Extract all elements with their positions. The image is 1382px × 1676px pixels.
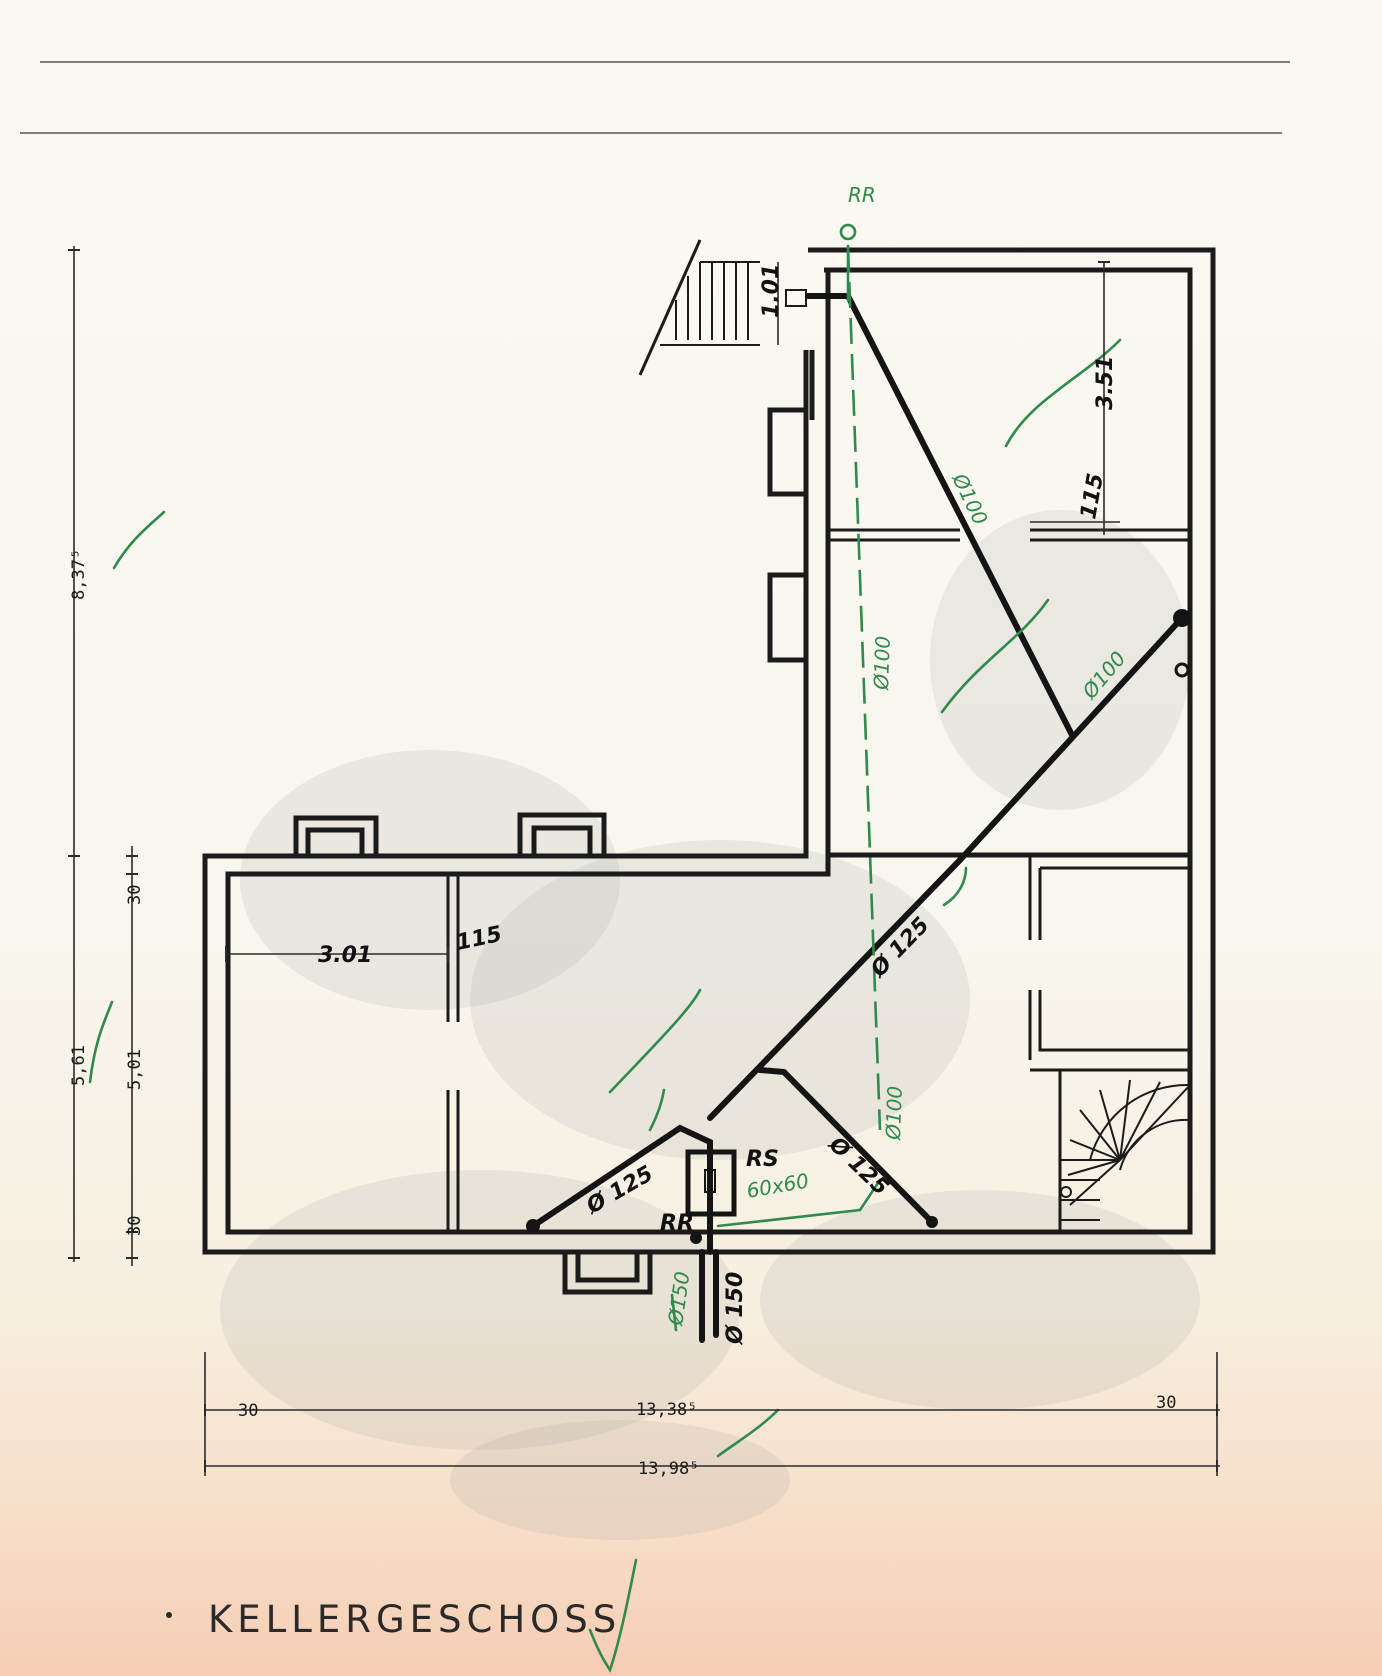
label-rs-size: 60x60: [745, 1168, 811, 1203]
interior-walls: [446, 528, 1190, 1232]
dim-height-30-top: 30: [125, 885, 145, 905]
dim-room-351: 3.51: [1093, 356, 1118, 410]
dim-height-501: 5,01: [125, 1049, 145, 1090]
dim-total-width: 13,98⁵: [638, 1459, 699, 1479]
dim-width-30-left: 30: [238, 1401, 258, 1421]
label-rs: RS: [746, 1147, 779, 1172]
green-annotations: [88, 223, 1122, 1673]
light-wells: [293, 407, 806, 1295]
dim-height-561: 5,61: [69, 1045, 89, 1086]
spiral-staircase: [1060, 1079, 1191, 1221]
dim-width-30-right: 30: [1156, 1393, 1176, 1413]
dimension-lines: [68, 246, 1220, 1476]
dim-height-30-bottom: 30: [125, 1216, 145, 1236]
dim-room-width: 3.01: [318, 943, 372, 968]
exterior-walls: [202, 247, 1216, 1255]
pipe-label-d100-lower: Ø100: [881, 1085, 907, 1141]
pipe-label-d150-black: Ø 150: [723, 1272, 748, 1346]
dim-inner-width: 13,38⁵: [636, 1400, 697, 1420]
dimension-labels: 8,37⁵ 5,61 5,01 30 30 3.01 115 115 1.01 …: [69, 264, 1176, 1479]
drawing-title: KELLERGESCHOSS: [208, 1598, 622, 1641]
rs-shaft: [685, 1149, 737, 1217]
dim-stair-101: 1.01: [759, 264, 784, 318]
title-bullet: [166, 1612, 172, 1618]
sheet-header-lines: [20, 61, 1290, 134]
label-rr-top: RR: [848, 183, 876, 207]
pipe-label-d125-right: Ø 125: [822, 1131, 893, 1201]
dim-total-height: 8,37⁵: [69, 549, 89, 600]
label-rr-bottom: RR: [660, 1211, 694, 1236]
pipe-label-d100-vertical: Ø100: [869, 635, 895, 691]
paper-stains: [220, 510, 1200, 1540]
staircase-top: [638, 239, 807, 376]
